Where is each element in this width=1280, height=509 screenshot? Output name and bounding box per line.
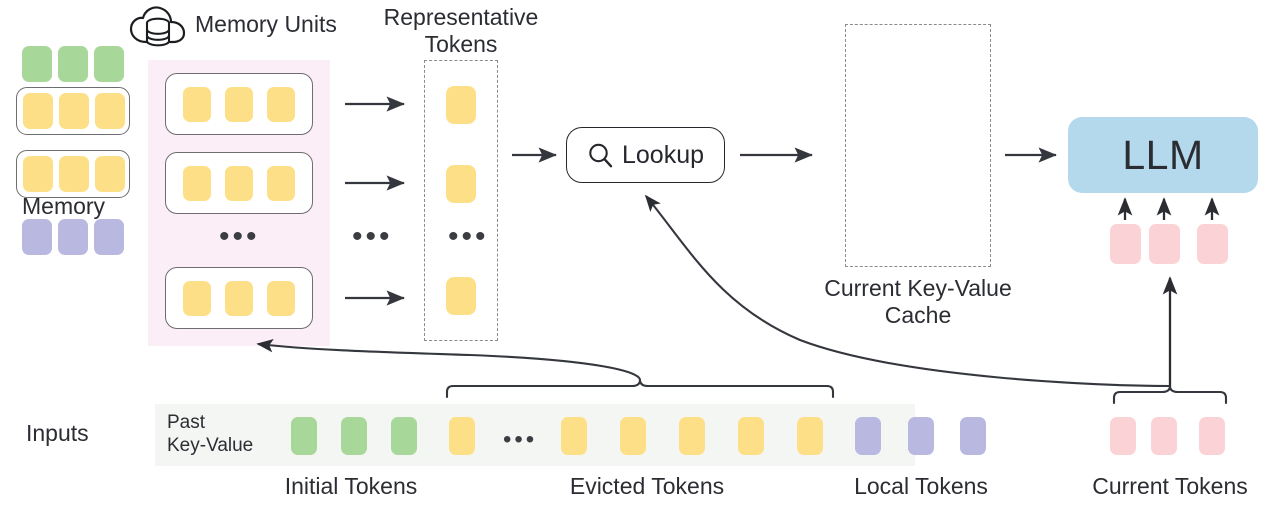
kv-token-purple bbox=[94, 219, 124, 255]
group-label-local-tokens: Local Tokens bbox=[854, 473, 988, 499]
kv-cache-label-line2: Cache bbox=[884, 302, 952, 328]
kv-token-purple bbox=[22, 219, 52, 255]
kv-token-green bbox=[58, 46, 88, 82]
arrow-column-ellipsis: ••• bbox=[352, 220, 393, 253]
representative-token bbox=[446, 86, 476, 124]
memory-token bbox=[225, 281, 253, 316]
input-token-initial bbox=[391, 417, 417, 455]
llm-input-token bbox=[1110, 224, 1141, 264]
input-token-current bbox=[1151, 417, 1177, 455]
kv-token-yellow bbox=[59, 93, 89, 129]
llm-input-token bbox=[1149, 224, 1180, 264]
input-token-initial bbox=[341, 417, 367, 455]
kv-cache-row-local bbox=[16, 213, 130, 261]
input-token-evicted bbox=[561, 417, 587, 455]
kv-token-yellow bbox=[23, 156, 53, 192]
past-kv-label-line2: Key-Value bbox=[167, 435, 254, 456]
memory-unit[interactable] bbox=[165, 73, 313, 135]
memory-units-ellipsis: ••• bbox=[219, 220, 260, 253]
kv-token-purple bbox=[58, 219, 88, 255]
input-token-local bbox=[908, 417, 934, 455]
group-label-evicted-tokens: Evicted Tokens bbox=[569, 473, 725, 499]
lookup-label: Lookup bbox=[621, 140, 705, 169]
row-label-inputs: Inputs bbox=[26, 420, 89, 446]
memory-unit[interactable] bbox=[165, 152, 313, 214]
input-token-evicted bbox=[679, 417, 705, 455]
search-icon bbox=[587, 142, 614, 169]
inputs-ellipsis: ••• bbox=[503, 426, 538, 453]
representative-token bbox=[446, 165, 476, 203]
cloud-database-icon bbox=[128, 4, 190, 48]
kv-cache-box bbox=[845, 24, 991, 267]
kv-cache-label-line1: Current Key-Value bbox=[824, 275, 1012, 301]
memory-token bbox=[225, 166, 253, 201]
input-token-local bbox=[960, 417, 986, 455]
memory-token bbox=[267, 87, 295, 122]
kv-token-yellow bbox=[23, 93, 53, 129]
group-label-initial-tokens: Initial Tokens bbox=[284, 473, 418, 499]
kv-cache-row-retrieved bbox=[16, 87, 130, 135]
kv-token-yellow bbox=[95, 93, 125, 129]
group-label-current-tokens: Current Tokens bbox=[1092, 473, 1248, 499]
memory-token bbox=[267, 166, 295, 201]
input-token-evicted bbox=[738, 417, 764, 455]
kv-token-green bbox=[22, 46, 52, 82]
lookup-button[interactable]: Lookup bbox=[566, 127, 725, 183]
kv-token-green bbox=[94, 46, 124, 82]
memory-units-label: Memory Units bbox=[195, 11, 337, 37]
llm-label: LLM bbox=[1122, 131, 1204, 178]
memory-token bbox=[267, 281, 295, 316]
representative-token bbox=[446, 277, 476, 315]
inputs-strip bbox=[155, 404, 915, 466]
kv-cache-row-initial bbox=[16, 40, 130, 88]
input-token-current bbox=[1199, 417, 1225, 455]
representative-tokens-label-line2: Tokens bbox=[424, 31, 498, 57]
representative-tokens-label-line1: Representative bbox=[383, 4, 539, 30]
memory-token bbox=[225, 87, 253, 122]
kv-token-yellow bbox=[95, 156, 125, 192]
input-token-initial bbox=[291, 417, 317, 455]
input-token-evicted bbox=[620, 417, 646, 455]
past-kv-label-line1: Past bbox=[167, 412, 206, 433]
input-token-evicted bbox=[449, 417, 475, 455]
kv-cache-row-retrieved bbox=[16, 150, 130, 198]
llm-input-token bbox=[1197, 224, 1228, 264]
input-token-current bbox=[1110, 417, 1136, 455]
kv-token-yellow bbox=[59, 156, 89, 192]
representative-tokens-ellipsis: ••• bbox=[448, 220, 489, 253]
llm-block[interactable]: LLM bbox=[1068, 117, 1258, 193]
memory-token bbox=[183, 166, 211, 201]
memory-token bbox=[183, 281, 211, 316]
memory-unit[interactable] bbox=[165, 267, 313, 329]
representative-tokens-box bbox=[424, 60, 498, 341]
input-token-evicted bbox=[797, 417, 823, 455]
memory-token bbox=[183, 87, 211, 122]
input-token-local bbox=[855, 417, 881, 455]
